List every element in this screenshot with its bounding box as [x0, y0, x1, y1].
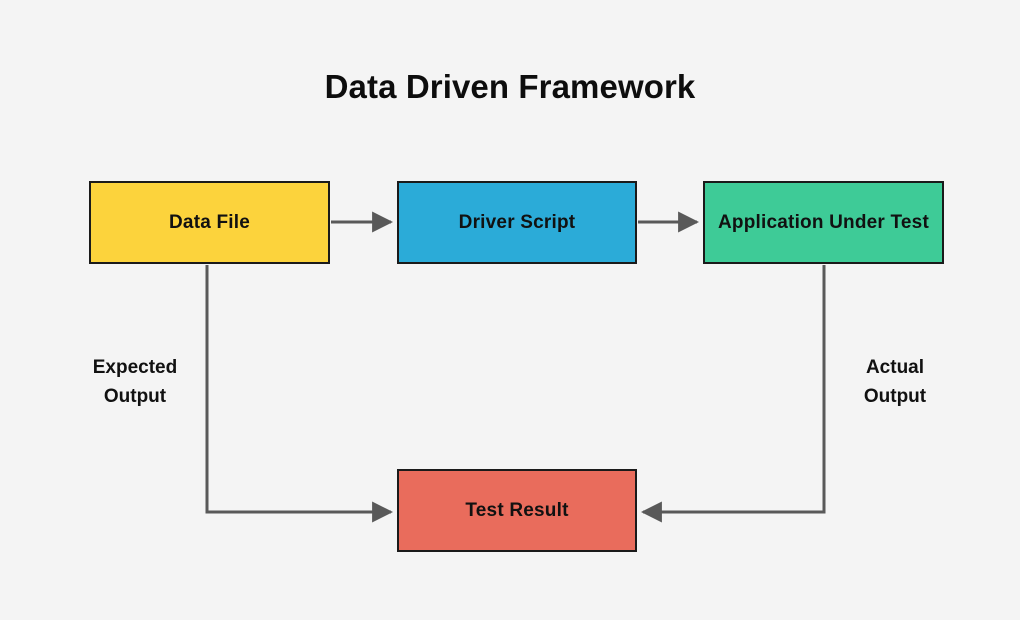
node-data-file[interactable]: Data File — [89, 181, 330, 264]
node-data-file-label: Data File — [169, 211, 250, 233]
node-test-result[interactable]: Test Result — [397, 469, 637, 552]
node-test-result-label: Test Result — [465, 499, 569, 521]
node-driver-script[interactable]: Driver Script — [397, 181, 637, 264]
edge-label-actual-output: Actual Output — [863, 357, 927, 407]
node-driver-script-label: Driver Script — [458, 211, 576, 233]
node-application-under-test-label: Application Under Test — [718, 211, 929, 233]
connector-app-to-test-result — [640, 265, 826, 523]
connector-data-file-to-test-result — [205, 265, 394, 523]
edge-label-expected-output: Expected Output — [92, 357, 178, 407]
node-application-under-test[interactable]: Application Under Test — [703, 181, 944, 264]
page-title: Data Driven Framework — [324, 68, 696, 105]
